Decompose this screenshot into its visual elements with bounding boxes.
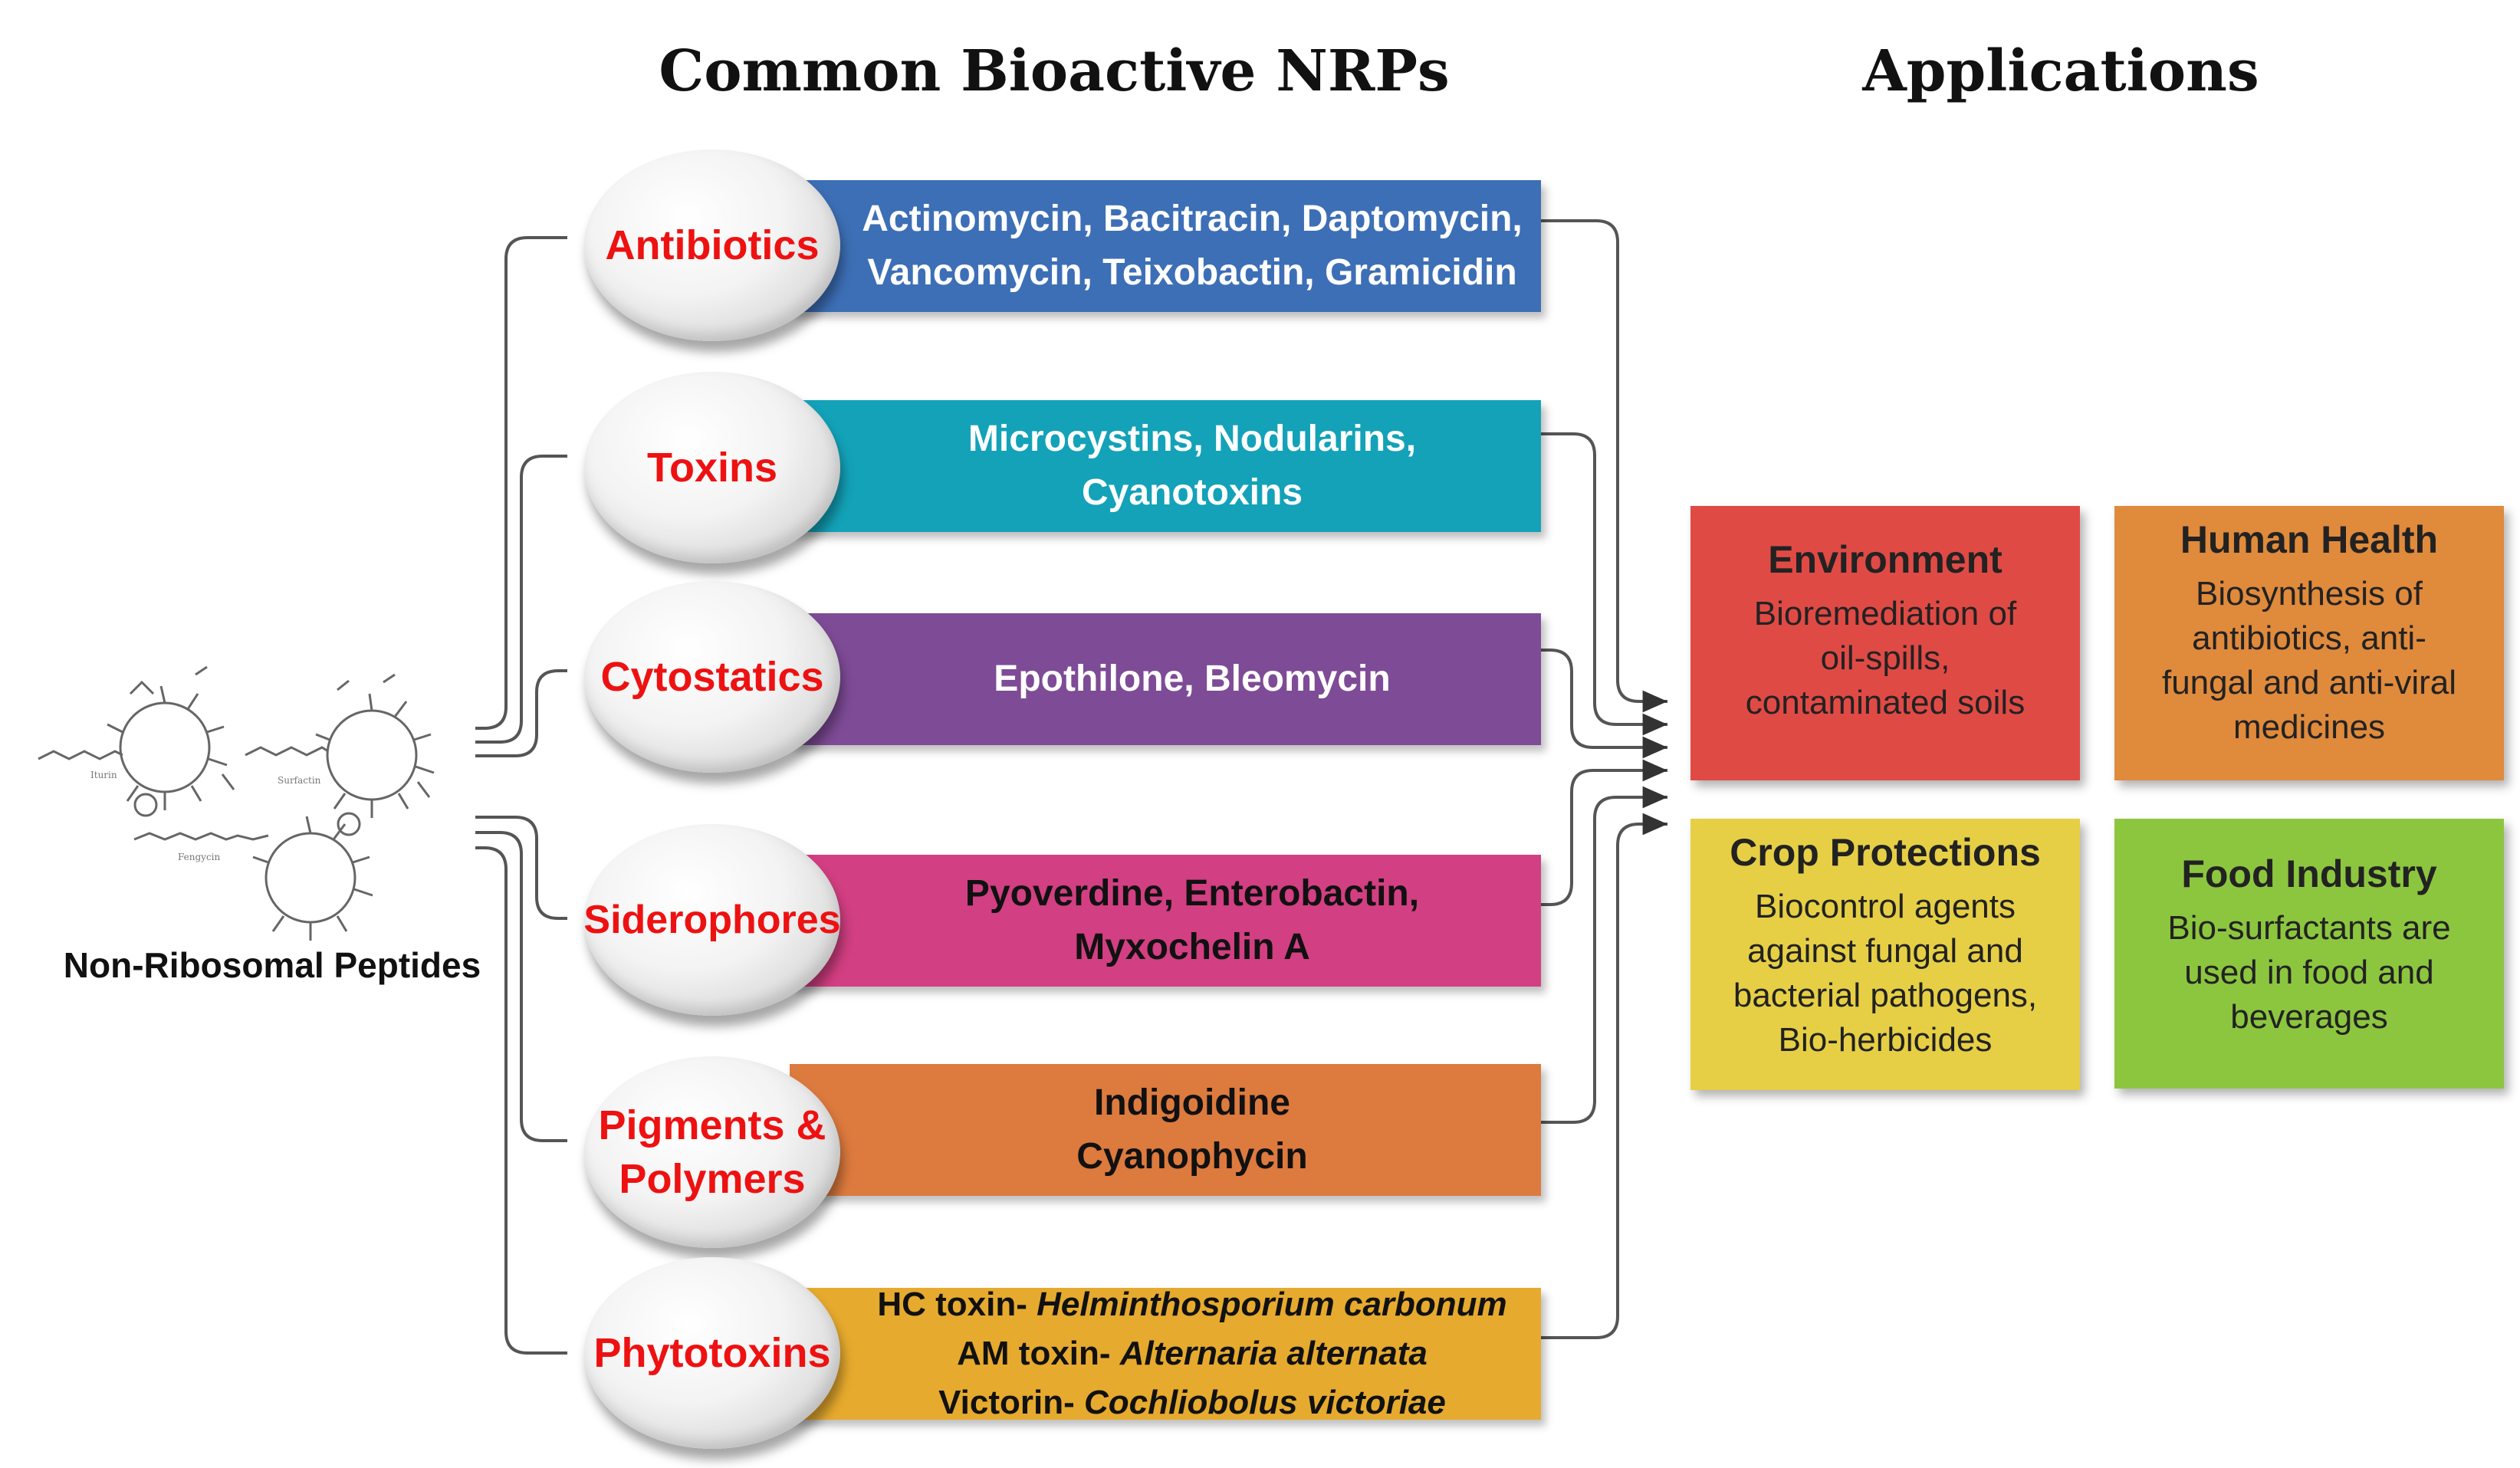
connector-category-3-to-applications — [1541, 649, 1667, 759]
application-title: Environment — [1768, 538, 2003, 581]
application-description: Bio-surfactants are used in food and bev… — [2133, 906, 2486, 1039]
description-line: against fungal and — [1747, 932, 2023, 970]
category-disc-cytostatics: Cytostatics — [584, 581, 840, 773]
connector-source-to-category-6 — [475, 846, 567, 1355]
category-items-line: Pyoverdine, Enterobactin, — [964, 873, 1420, 914]
application-title: Food Industry — [2181, 852, 2437, 895]
category-items-line: HC toxin- Helminthosporium carbonum — [877, 1280, 1506, 1329]
connector-source-to-category-4 — [475, 816, 567, 920]
application-box-human-health: Human Health Biosynthesis of antibiotics… — [2114, 506, 2504, 780]
connector-category-2-to-applications — [1541, 432, 1667, 736]
category-items-line: Actinomycin, Bacitracin, Daptomycin, — [862, 199, 1523, 239]
connector-category-5-to-applications — [1541, 786, 1667, 1124]
source-label-non-ribosomal-peptides: Non-Ribosomal Peptides — [63, 945, 481, 985]
category-bar-antibiotics: Actinomycin, Bacitracin, Daptomycin, Van… — [790, 180, 1541, 312]
description-line: beverages — [2230, 998, 2388, 1036]
toxin-name: HC toxin- — [877, 1286, 1037, 1323]
application-title: Crop Protections — [1730, 831, 2041, 874]
organism-name: Helminthosporium carbonum — [1037, 1286, 1507, 1323]
connector-category-6-to-applications — [1541, 813, 1667, 1339]
connector-source-to-category-1 — [475, 236, 567, 730]
category-items-line: Vancomycin, Teixobactin, Gramicidin — [867, 252, 1517, 293]
description-line: Biocontrol agents — [1755, 888, 2016, 925]
toxin-name: Victorin- — [938, 1384, 1084, 1421]
iturin-structure — [38, 665, 235, 817]
structure-caption-iturin: Iturin — [90, 770, 117, 780]
category-label: Polymers — [619, 1156, 806, 1202]
application-description: Biocontrol agents against fungal and bac… — [1709, 885, 2062, 1062]
application-box-environment: Environment Bioremediation of oil-spills… — [1690, 506, 2080, 780]
application-box-food-industry: Food Industry Bio-surfactants are used i… — [2114, 819, 2504, 1089]
category-items-line: Microcystins, Nodularins, — [968, 419, 1417, 459]
surfactin-structure — [245, 673, 435, 818]
category-bar-siderophores: Pyoverdine, Enterobactin, Myxochelin A — [790, 855, 1541, 987]
category-items-line: Epothilone, Bleomycin — [994, 658, 1391, 699]
category-disc-siderophores: Siderophores — [583, 824, 841, 1016]
structure-caption-fengycin: Fengycin — [178, 852, 221, 862]
category-label: Siderophores — [583, 898, 841, 942]
category-bar-phytotoxins: HC toxin- Helminthosporium carbonum AM t… — [790, 1286, 1541, 1421]
category-bar-pigments-polymers: Indigoidine Cyanophycin — [790, 1064, 1541, 1196]
description-line: Bioremediation of — [1753, 595, 2017, 632]
connector-source-to-category-2 — [475, 455, 567, 744]
connector-source-to-category-3 — [475, 669, 567, 757]
left-connectors — [475, 236, 567, 1355]
application-title: Human Health — [2180, 518, 2439, 561]
category-bar-cytostatics: Epothilone, Bleomycin — [790, 613, 1541, 745]
category-disc-pigments-polymers: Pigments & Polymers — [584, 1056, 840, 1248]
category-disc-antibiotics: Antibiotics — [584, 149, 840, 341]
category-items-line: Cyanotoxins — [1081, 472, 1303, 513]
connector-source-to-category-5 — [475, 831, 567, 1142]
category-items-line: Cyanophycin — [1076, 1136, 1308, 1177]
description-line: antibiotics, anti- — [2192, 619, 2426, 657]
description-line: contaminated soils — [1745, 684, 2026, 721]
category-label: Phytotoxins — [593, 1330, 831, 1376]
category-label: Toxins — [646, 445, 777, 491]
category-items-line: Indigoidine — [1094, 1082, 1290, 1123]
description-line: used in food and — [2184, 954, 2434, 991]
category-label: Antibiotics — [605, 222, 820, 268]
description-line: Biosynthesis of — [2196, 575, 2423, 612]
category-disc-toxins: Toxins — [584, 372, 840, 563]
toxin-name: AM toxin- — [957, 1335, 1120, 1372]
description-line: fungal and anti-viral — [2161, 664, 2456, 701]
heading-common-bioactive-nrps: Common Bioactive NRPs — [659, 38, 1450, 104]
category-label: Cytostatics — [600, 654, 824, 700]
category-items-line: Myxochelin A — [1074, 927, 1310, 967]
connector-category-4-to-applications — [1541, 759, 1667, 906]
description-line: oil-spills, — [1820, 639, 1950, 677]
peptide-structures — [38, 665, 435, 941]
right-connectors — [1541, 219, 1667, 1339]
category-disc-phytotoxins: Phytotoxins — [584, 1257, 840, 1449]
organism-name: Alternaria alternata — [1119, 1335, 1428, 1372]
application-description: Bioremediation of oil-spills, contaminat… — [1709, 592, 2062, 725]
connector-category-1-to-applications — [1541, 219, 1667, 713]
category-items-line: AM toxin- Alternaria alternata — [957, 1329, 1428, 1378]
description-line: bacterial pathogens, — [1733, 977, 2038, 1014]
category-items-line: Victorin- Cochliobolus victoriae — [938, 1378, 1446, 1427]
application-box-crop-protections: Crop Protections Biocontrol agents again… — [1690, 819, 2080, 1090]
application-description: Biosynthesis of antibiotics, anti- funga… — [2133, 572, 2486, 750]
description-line: Bio-surfactants are — [2167, 909, 2451, 947]
category-bar-toxins: Microcystins, Nodularins, Cyanotoxins — [790, 400, 1541, 532]
organism-name: Cochliobolus victoriae — [1084, 1384, 1446, 1421]
category-label: Pigments & — [598, 1102, 826, 1148]
structure-caption-surfactin: Surfactin — [278, 775, 321, 786]
description-line: Bio-herbicides — [1778, 1021, 1993, 1059]
fengycin-structure — [133, 812, 373, 941]
description-line: medicines — [2233, 708, 2386, 746]
heading-applications: Applications — [1862, 38, 2259, 104]
